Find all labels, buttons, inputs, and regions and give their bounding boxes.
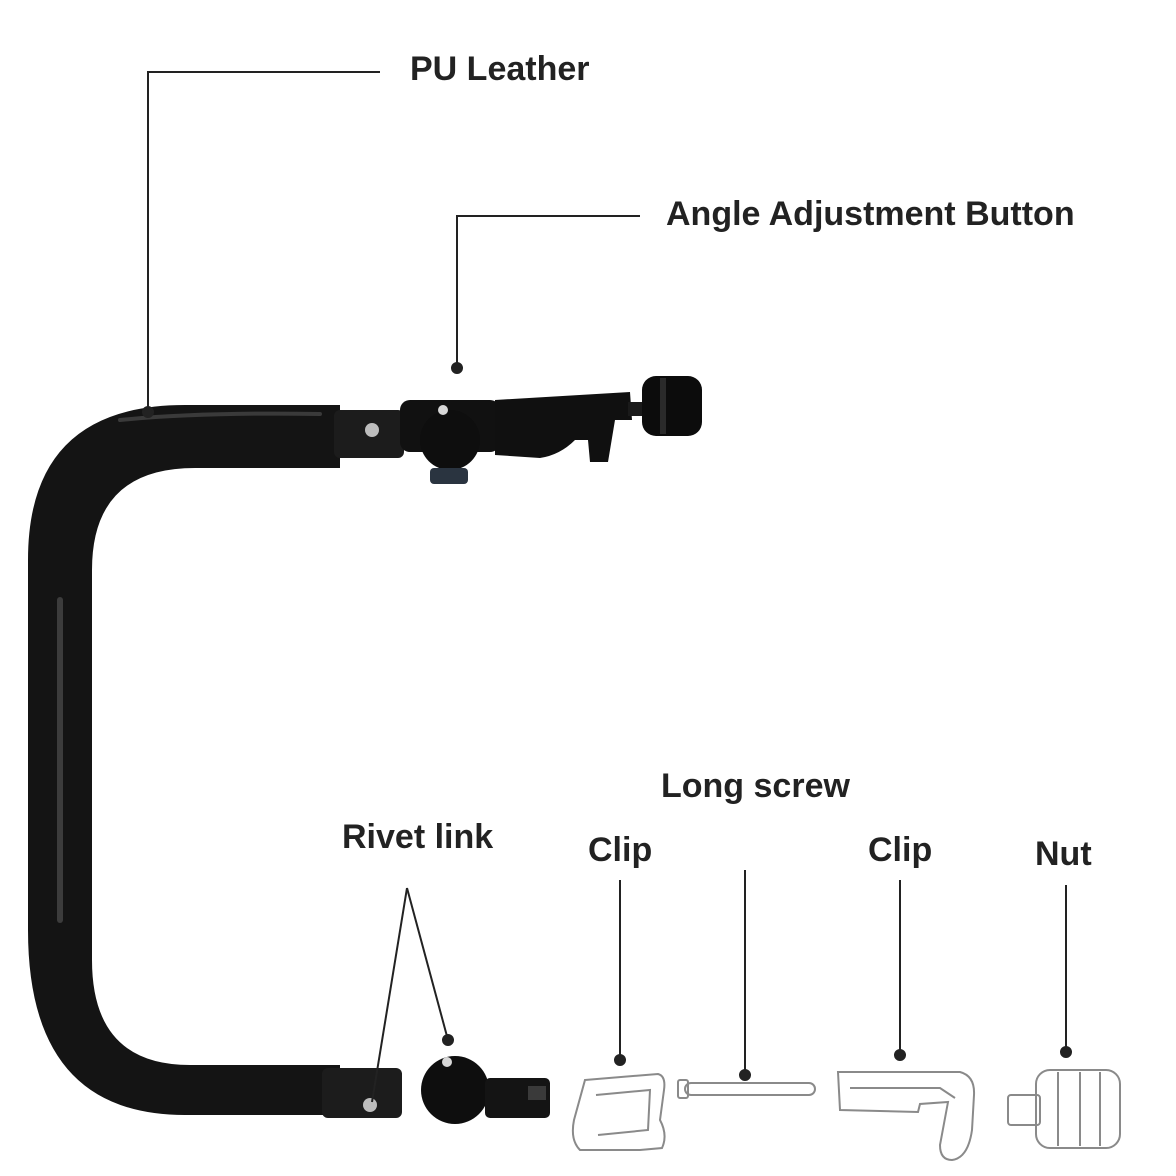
bottom-clip-slot [528, 1086, 546, 1100]
angle-button-center [438, 405, 448, 415]
leader-rivet-link-a [371, 887, 408, 1103]
leader-rivet-link-dot [442, 1034, 454, 1046]
leader-angle-button [456, 215, 640, 368]
bottom-hinge-center [442, 1057, 452, 1067]
top-clip [495, 392, 632, 462]
nut-body [1035, 1069, 1121, 1149]
long-screw-part [677, 1079, 816, 1099]
bottom-hinge [421, 1056, 489, 1124]
clip-left-part [571, 1072, 666, 1151]
label-clip-right: Clip [868, 831, 933, 869]
clip-right-inner [850, 1087, 956, 1099]
nut-part [1007, 1069, 1121, 1149]
leader-pu-leather-dot [142, 406, 154, 418]
angle-button [420, 410, 480, 470]
clip-right-part [836, 1071, 976, 1162]
label-long-screw: Long screw [661, 767, 850, 805]
leader-nut-dot [1060, 1046, 1072, 1058]
leader-rivet-link-b [406, 887, 449, 1041]
handle-bar [28, 405, 340, 1115]
leader-clip-right-dot [894, 1049, 906, 1061]
label-rivet-link: Rivet link [342, 818, 494, 856]
leader-angle-button-dot [451, 362, 463, 374]
long-screw-shaft [684, 1082, 816, 1096]
bottom-collar [322, 1068, 402, 1118]
label-clip-left: Clip [588, 831, 653, 869]
bottom-joint [322, 1056, 550, 1124]
leader-long-screw-dot [739, 1069, 751, 1081]
label-nut: Nut [1035, 835, 1092, 873]
bar-body [28, 405, 340, 1115]
clip-right-outline [836, 1071, 976, 1162]
top-rivet [365, 423, 379, 437]
label-angle-adjustment-button: Angle Adjustment Button [666, 195, 1075, 233]
bottom-rivet [363, 1098, 377, 1112]
leader-pu-leather [147, 71, 380, 412]
top-knob-ridge [660, 378, 666, 434]
nut-stem [1007, 1094, 1041, 1126]
long-screw-head [677, 1079, 689, 1099]
top-joint [334, 376, 702, 484]
top-knob [642, 376, 702, 436]
leader-lines [142, 71, 1072, 1103]
leader-clip-left-dot [614, 1054, 626, 1066]
angle-button-cap [430, 468, 468, 484]
bar-top-highlight [118, 411, 322, 422]
clip-left-inner [595, 1088, 652, 1136]
clip-left-outline [571, 1072, 666, 1151]
label-pu-leather: PU Leather [410, 50, 590, 88]
